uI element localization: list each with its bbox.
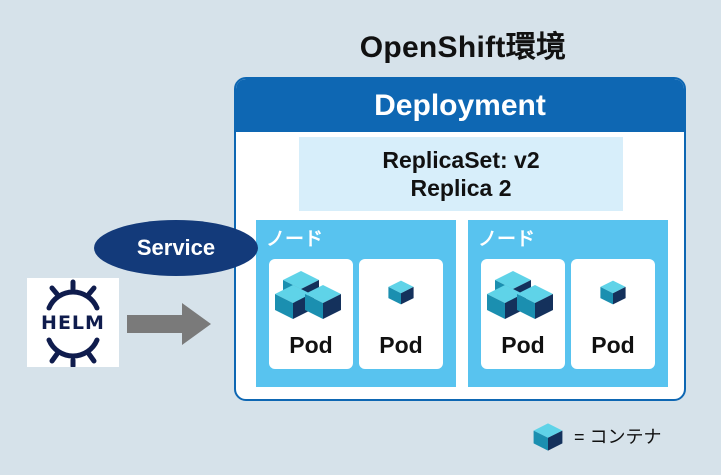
legend: = コンテナ xyxy=(528,418,662,454)
helm-text: HELM xyxy=(41,312,105,334)
container-cube-icon xyxy=(533,423,563,451)
deployment-title: Deployment xyxy=(236,79,684,132)
replicaset-version: ReplicaSet: v2 xyxy=(382,147,540,173)
environment-title: OpenShift環境 xyxy=(359,31,567,64)
container-cluster-icon xyxy=(275,271,341,319)
replicaset-box: ReplicaSet: v2 Replica 2 xyxy=(299,137,623,211)
node-right: ノード Pod Pod xyxy=(468,220,668,387)
container-cube-icon xyxy=(600,280,626,305)
arrow-right-icon xyxy=(127,303,211,345)
helm-wheel-icon xyxy=(46,279,100,367)
legend-text: = コンテナ xyxy=(574,427,662,447)
node-label: ノード xyxy=(266,229,324,250)
deployment-box: Deployment ReplicaSet: v2 Replica 2 ノード … xyxy=(234,77,686,401)
replicaset-count: Replica 2 xyxy=(410,175,512,201)
node-left: ノード Pod Pod xyxy=(256,220,456,387)
container-cluster-icon xyxy=(487,271,553,319)
container-cube-icon xyxy=(388,280,414,305)
pod-label: Pod xyxy=(501,332,545,358)
pod-multi-container: Pod xyxy=(269,259,353,369)
pod-label: Pod xyxy=(591,332,635,358)
helm-logo: HELM xyxy=(27,278,119,367)
pod-single-container: Pod xyxy=(571,259,655,369)
pod-single-container: Pod xyxy=(359,259,443,369)
service-ellipse: Service xyxy=(94,220,258,276)
pod-label: Pod xyxy=(289,332,333,358)
node-label: ノード xyxy=(478,229,536,250)
pod-label: Pod xyxy=(379,332,423,358)
pod-multi-container: Pod xyxy=(481,259,565,369)
